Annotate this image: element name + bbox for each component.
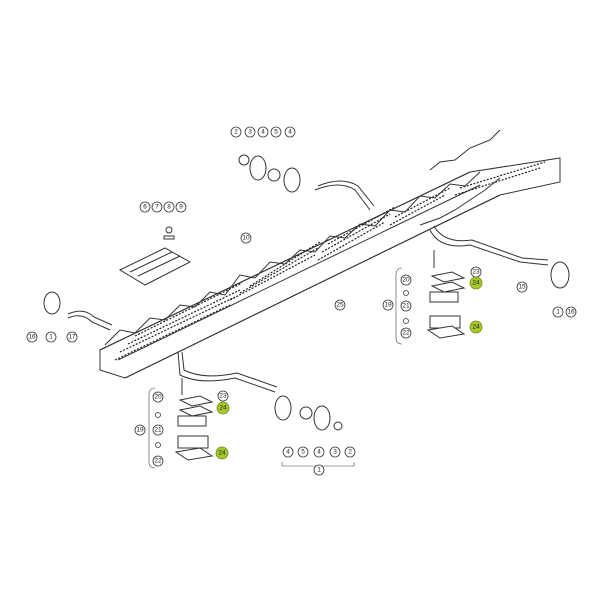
callout-10: 10 <box>240 232 252 244</box>
svg-text:3: 3 <box>248 129 252 136</box>
callout-left-16: 16 <box>26 331 38 343</box>
callout-bottom-2: 2 <box>344 446 356 458</box>
svg-text:19: 19 <box>136 427 144 434</box>
callout-8: 8 <box>163 201 175 213</box>
svg-text:20: 20 <box>402 277 410 284</box>
callout-top-4b: 4 <box>284 126 296 138</box>
callout-left-block-b <box>155 442 161 448</box>
callout-right-16: 16 <box>565 306 577 318</box>
svg-text:23: 23 <box>219 393 227 400</box>
callout-6: 6 <box>139 201 151 213</box>
svg-text:8: 8 <box>167 204 171 211</box>
svg-text:4: 4 <box>261 129 265 136</box>
callout-left-1: 1 <box>45 331 57 343</box>
svg-text:19: 19 <box>384 302 392 309</box>
svg-text:1: 1 <box>317 467 321 474</box>
callout-left-24b[interactable]: 24 <box>215 446 229 460</box>
callout-top-3: 3 <box>244 126 256 138</box>
callout-9: 9 <box>175 201 187 213</box>
svg-text:16: 16 <box>28 334 36 341</box>
svg-text:5: 5 <box>301 449 305 456</box>
svg-text:21: 21 <box>402 303 410 310</box>
callout-left-20: 20 <box>152 391 164 403</box>
callout-top-2: 2 <box>230 126 242 138</box>
callout-left-block-a <box>155 412 161 418</box>
walkway-frame <box>99 157 561 379</box>
callout-right-24b[interactable]: 24 <box>469 320 483 334</box>
svg-text:22: 22 <box>154 458 162 465</box>
callout-right-21: 21 <box>400 300 412 312</box>
callout-right-15: 15 <box>516 281 528 293</box>
callout-bottom-3: 3 <box>329 446 341 458</box>
callout-bottom-5: 5 <box>297 446 309 458</box>
walkway-grating <box>114 161 546 361</box>
callout-left-17: 17 <box>66 331 78 343</box>
svg-text:2: 2 <box>234 129 238 136</box>
top-bearing-parts <box>238 129 501 193</box>
right-clamp-parts <box>426 250 466 339</box>
svg-text:10: 10 <box>242 235 250 242</box>
plate-6 <box>118 226 192 286</box>
svg-text:21: 21 <box>154 427 162 434</box>
svg-text:4: 4 <box>286 449 290 456</box>
callout-bottom-1: 1 <box>313 464 325 476</box>
callout-right-1: 1 <box>552 306 564 318</box>
svg-text:1: 1 <box>556 309 560 316</box>
svg-text:24: 24 <box>219 405 227 412</box>
callout-left-24a[interactable]: 24 <box>216 401 230 415</box>
svg-text:2: 2 <box>348 449 352 456</box>
callout-right-block-b <box>403 318 409 324</box>
callout-bottom-4a: 4 <box>282 446 294 458</box>
callout-right-block-a <box>403 290 409 296</box>
svg-text:3: 3 <box>333 449 337 456</box>
callout-right-22: 22 <box>400 327 412 339</box>
svg-text:5: 5 <box>274 129 278 136</box>
svg-text:6: 6 <box>143 204 147 211</box>
svg-text:25: 25 <box>336 302 344 309</box>
svg-text:4: 4 <box>288 129 292 136</box>
callout-right-19: 19 <box>382 299 394 311</box>
callout-right-23: 23 <box>470 266 482 278</box>
svg-text:16: 16 <box>567 309 575 316</box>
callout-left-21: 21 <box>152 424 164 436</box>
callout-left-23: 23 <box>217 390 229 402</box>
svg-text:7: 7 <box>155 204 159 211</box>
svg-text:22: 22 <box>402 330 410 337</box>
svg-text:15: 15 <box>518 284 526 291</box>
svg-text:20: 20 <box>154 394 162 401</box>
callout-left-22: 22 <box>152 455 164 467</box>
callout-labels: 2 3 4 5 4 6 7 8 9 10 25 20 23 24 19 21 2… <box>26 126 577 476</box>
svg-text:4: 4 <box>317 449 321 456</box>
arms <box>43 180 570 431</box>
svg-text:17: 17 <box>68 334 76 341</box>
callout-top-4a: 4 <box>257 126 269 138</box>
svg-text:24: 24 <box>218 450 226 457</box>
callout-right-20: 20 <box>400 274 412 286</box>
callout-right-24a[interactable]: 24 <box>469 276 483 290</box>
svg-text:1: 1 <box>49 334 53 341</box>
callout-7: 7 <box>151 201 163 213</box>
svg-text:24: 24 <box>472 324 480 331</box>
callout-top-5: 5 <box>270 126 282 138</box>
svg-text:24: 24 <box>472 280 480 287</box>
callout-25: 25 <box>334 299 346 311</box>
callout-left-19: 19 <box>134 424 146 436</box>
left-clamp-parts <box>174 378 214 461</box>
svg-text:9: 9 <box>179 204 183 211</box>
callout-bottom-4b: 4 <box>313 446 325 458</box>
svg-text:23: 23 <box>472 269 480 276</box>
